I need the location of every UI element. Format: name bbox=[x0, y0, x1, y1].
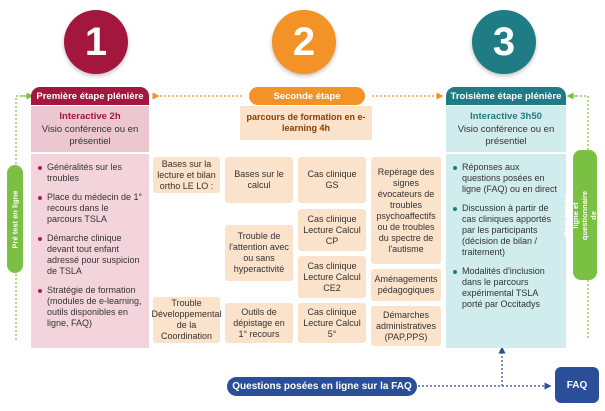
stage-3-title: Interactive 3h50 bbox=[470, 110, 542, 122]
stage-3-item: Discussion à partir de cas cliniques app… bbox=[452, 203, 560, 258]
stage-3-item: Modalités d'inclusion dans le parcours e… bbox=[452, 266, 560, 310]
stage-3-subheader: Interactive 3h50 Visio conférence ou en … bbox=[446, 106, 566, 152]
module-cas-5: Cas clinique Lecture Calcul 5° bbox=[298, 303, 366, 343]
module-outils: Outils de dépistage en 1° recours bbox=[225, 303, 293, 343]
step-2-circle: 2 bbox=[272, 10, 336, 74]
stage-3-content: Réponses aux questions posées en ligne (… bbox=[446, 154, 566, 348]
faq-box: FAQ bbox=[555, 367, 599, 403]
step-1-circle: 1 bbox=[64, 10, 128, 74]
faq-questions-bar: Questions posées en ligne sur la FAQ bbox=[227, 377, 417, 396]
stage-2-subtitle: parcours de formation en e-learning 4h bbox=[240, 106, 372, 140]
module-amenagements: Aménagements pédagogiques bbox=[371, 269, 441, 301]
stage-1-item: Généralités sur les troubles bbox=[37, 162, 143, 184]
stage-2-header: Seconde étape bbox=[249, 87, 365, 105]
posttest-label: Post test en ligne et questionnaire de s… bbox=[562, 190, 605, 240]
stage-1-content: Généralités sur les troubles Place du mé… bbox=[31, 154, 149, 348]
module-reperage: Repérage des signes évocateurs de troubl… bbox=[371, 157, 441, 264]
arrow-posttest bbox=[568, 95, 589, 340]
stage-3-subtitle: Visio conférence ou en présentiel bbox=[457, 123, 555, 147]
module-tda: Trouble de l'attention avec ou sans hype… bbox=[225, 225, 293, 281]
pretest-label: Pré test en ligne bbox=[10, 190, 20, 248]
stage-1-title: Interactive 2h bbox=[59, 110, 121, 122]
stage-1-subtitle: Visio conférence ou en présentiel bbox=[41, 123, 139, 147]
stage-3-header: Troisième étape plénière bbox=[446, 87, 566, 105]
module-bases-lecture: Bases sur la lecture et bilan ortho LE L… bbox=[153, 157, 220, 193]
module-cas-cp: Cas clinique Lecture Calcul CP bbox=[298, 209, 366, 251]
pretest-pill: Pré test en ligne bbox=[7, 165, 23, 273]
module-tdc: Trouble Développemental de la Coordinati… bbox=[151, 297, 222, 343]
module-cas-ce2: Cas clinique Lecture Calcul CE2 bbox=[298, 256, 366, 298]
stage-1-header: Première étape plénière bbox=[31, 87, 149, 105]
stage-1-subheader: Interactive 2h Visio conférence ou en pr… bbox=[31, 106, 149, 152]
stage-1-item: Place du médecin de 1° recours dans le p… bbox=[37, 192, 143, 225]
module-demarches: Démarches administratives (PAP,PPS) bbox=[371, 306, 441, 346]
stage-1-item: Démarche clinique devant tout enfant adr… bbox=[37, 233, 143, 277]
step-3-circle: 3 bbox=[472, 10, 536, 74]
module-cas-gs: Cas clinique GS bbox=[298, 157, 366, 203]
posttest-pill: Post test en ligne et questionnaire de s… bbox=[563, 150, 605, 280]
stage-1-item: Stratégie de formation (modules de e-lea… bbox=[37, 285, 143, 329]
module-bases-calcul: Bases sur le calcul bbox=[225, 157, 293, 203]
stage-3-item: Réponses aux questions posées en ligne (… bbox=[452, 162, 560, 195]
